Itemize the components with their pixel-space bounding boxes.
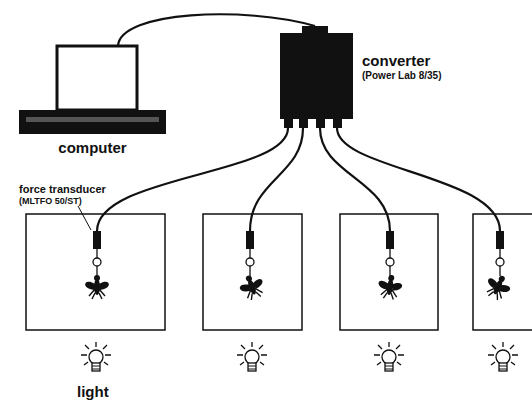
part-label: force transducer <box>19 183 106 195</box>
light-bulbs <box>81 342 518 371</box>
node-label: converter <box>362 52 430 69</box>
converter-box <box>280 26 353 128</box>
part-model-label: (MLTFO 50/ST) <box>19 196 82 206</box>
part-label: light <box>77 383 109 400</box>
leader-line <box>78 206 91 230</box>
laptop-icon <box>19 46 166 134</box>
usb-cable <box>118 14 315 46</box>
node-sublabel: (Power Lab 8/35) <box>362 70 441 81</box>
signal-cables <box>97 128 500 231</box>
chambers <box>26 214 532 330</box>
node-label: computer <box>19 139 166 156</box>
converter-node: converter(Power Lab 8/35) <box>280 33 353 119</box>
computer-node: computer <box>19 46 166 158</box>
fly-preparations <box>85 231 514 303</box>
